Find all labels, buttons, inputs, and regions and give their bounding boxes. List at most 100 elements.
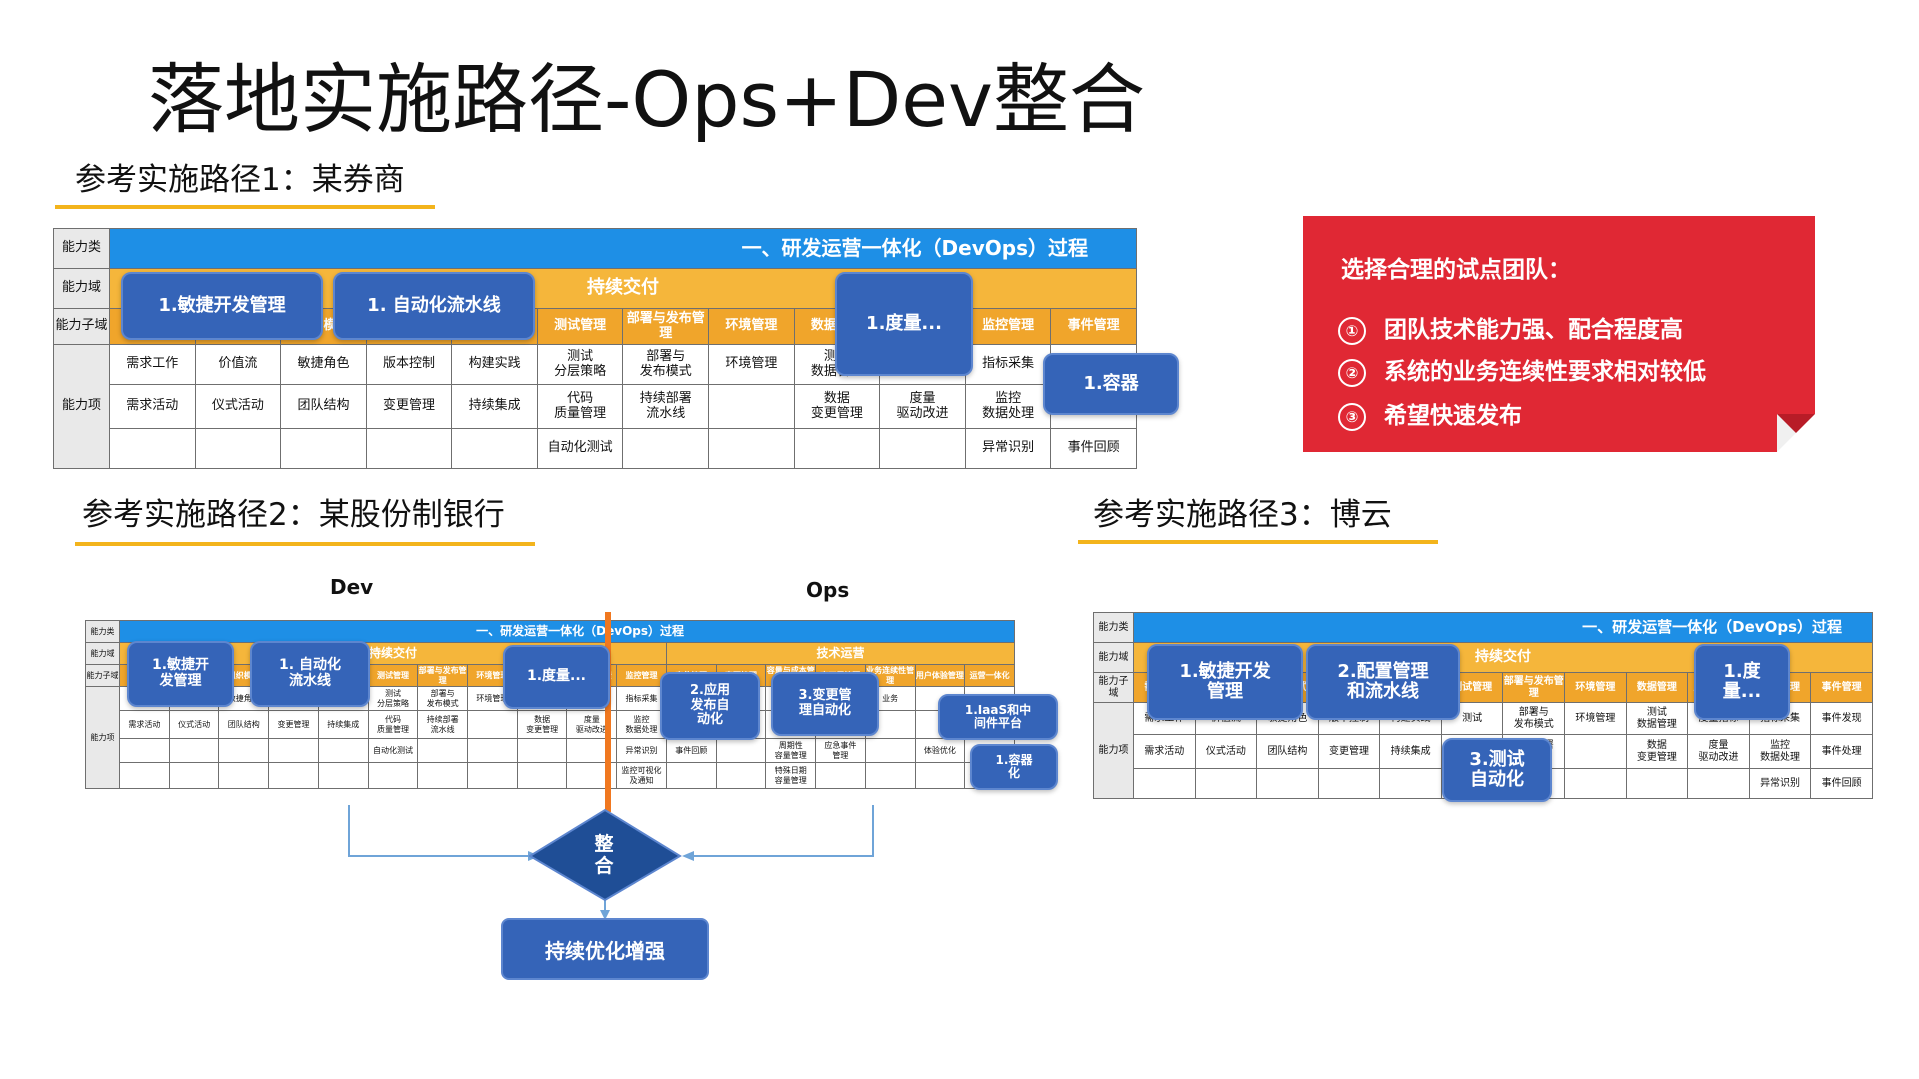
subdomain-cell: 测试管理 [536, 308, 624, 345]
callout-item-text: 希望快速发布 [1384, 403, 1522, 429]
overlay-containerization: 1.容器 化 [970, 744, 1058, 790]
capability-item [1317, 768, 1381, 799]
callout-item-number: ② [1338, 358, 1366, 387]
capability-item: 代码 质量管理 [536, 384, 624, 429]
overlay-agile-dev-management: 1.敏捷开 发管理 [127, 641, 234, 707]
capability-item [815, 762, 866, 789]
capability-item: 仪式活动 [1194, 734, 1258, 769]
overlay-app-release-automation: 2.应用 发布自 动化 [660, 672, 760, 740]
capability-item: 监控 数据处理 [964, 384, 1052, 429]
capability-item [516, 762, 568, 789]
capability-item: 需求活动 [1133, 734, 1196, 769]
capability-item: 自动化测试 [536, 428, 624, 469]
row-label: 能力子域 [85, 664, 120, 687]
capability-item: 环境管理 [708, 344, 795, 385]
row-label: 能力项 [1093, 702, 1134, 799]
subdomain-cell: 部署与发布管理 [1502, 672, 1566, 703]
overlay-agile-dev-management: 1.敏捷开发管理 [121, 272, 323, 340]
banner-devops-process: 一、研发运营一体化（DevOps）过程 [119, 620, 1015, 643]
capability-item: 构建实践 [451, 344, 538, 385]
capability-item: 事件回顾 [1810, 768, 1873, 799]
capability-item [879, 428, 966, 469]
capability-item: 部署与 发布模式 [622, 344, 710, 385]
row-label: 能力类 [85, 620, 120, 643]
row-label: 能力项 [53, 344, 110, 469]
capability-item: 数据 变更管理 [793, 384, 881, 429]
capability-item: 异常识别 [1748, 768, 1812, 799]
capability-item [467, 738, 518, 763]
capability-item: 监控可视化 及通知 [616, 762, 667, 789]
capability-item [365, 428, 453, 469]
capability-item [1256, 768, 1319, 799]
capability-item [119, 738, 170, 763]
capability-item: 需求工作 [109, 344, 196, 385]
row-label: 能力子域 [1093, 672, 1134, 703]
path2-underline [75, 542, 535, 546]
capability-item: 团队结构 [280, 384, 367, 429]
capability-item: 监控 数据处理 [1748, 734, 1812, 769]
capability-item [467, 710, 518, 739]
capability-item [417, 738, 469, 763]
capability-item [715, 738, 767, 763]
capability-item: 特殊日期 容量管理 [765, 762, 817, 789]
capability-item [218, 738, 270, 763]
capability-item [268, 762, 319, 789]
subdomain-cell: 部署与发布管理 [417, 664, 469, 687]
capability-item [268, 738, 319, 763]
callout-item-text: 团队技术能力强、配合程度高 [1384, 317, 1683, 343]
row-label: 能力类 [1093, 612, 1134, 643]
capability-item [793, 428, 881, 469]
row-label: 能力域 [1093, 642, 1134, 673]
capability-item [168, 738, 220, 763]
capability-item: 事件发现 [1810, 702, 1873, 735]
callout-heading: 选择合理的试点团队： [1341, 257, 1571, 283]
capability-item [864, 762, 916, 789]
capability-item: 仪式活动 [194, 384, 282, 429]
path2-heading: 参考实施路径2：某股份制银行 [82, 497, 505, 533]
capability-item: 度量 驱动改进 [879, 384, 966, 429]
capability-item: 测试 分层策略 [536, 344, 624, 385]
capability-item: 代码 质量管理 [367, 710, 419, 739]
page-title: 落地实施路径-Ops+Dev整合 [148, 55, 1146, 144]
capability-item: 指标采集 [616, 686, 667, 711]
capability-item [708, 428, 795, 469]
callout-item-text: 系统的业务连续性要求相对较低 [1384, 359, 1706, 385]
capability-item: 变更管理 [268, 710, 319, 739]
capability-item [1625, 768, 1689, 799]
subdomain-cell: 部署与发布管理 [622, 308, 710, 345]
overlay-config-management-pipeline: 2.配置管理 和流水线 [1306, 644, 1460, 720]
capability-item: 测试 数据管理 [1625, 702, 1689, 735]
merge-label: 整 合 [594, 833, 614, 877]
capability-item: 体验优化 [914, 738, 966, 763]
row-label: 能力类 [53, 228, 110, 269]
capability-item [280, 428, 367, 469]
capability-item: 部署与 发布模式 [417, 686, 469, 711]
capability-item: 持续集成 [317, 710, 369, 739]
capability-item: 团队结构 [218, 710, 270, 739]
capability-item [1687, 768, 1750, 799]
capability-item: 敏捷角色 [280, 344, 367, 385]
path3-underline [1078, 540, 1438, 544]
capability-item: 应急事件 管理 [815, 738, 866, 763]
overlay-automation-pipeline: 1. 自动化 流水线 [250, 641, 370, 707]
capability-item [1564, 768, 1627, 799]
capability-item [864, 738, 916, 763]
capability-item [317, 762, 369, 789]
capability-item: 持续集成 [451, 384, 538, 429]
overlay-change-management-automation: 3.变更管 理自动化 [771, 672, 879, 736]
subdomain-cell: 测试管理 [367, 664, 419, 687]
capability-item [715, 762, 767, 789]
capability-item: 事件处理 [1810, 734, 1873, 769]
subdomain-cell: 事件管理 [1050, 308, 1137, 345]
domain-technical-operations: 技术运营 [665, 642, 1016, 665]
capability-item: 环境管理 [1564, 702, 1627, 735]
capability-item: 度量 驱动改进 [1687, 734, 1750, 769]
merge-diamond [528, 808, 682, 902]
subdomain-cell: 用户体验管理 [914, 664, 966, 687]
capability-item [1194, 768, 1258, 799]
capability-item: 持续部署 流水线 [622, 384, 710, 429]
capability-item [1379, 768, 1442, 799]
subdomain-cell: 事件管理 [1810, 672, 1873, 703]
